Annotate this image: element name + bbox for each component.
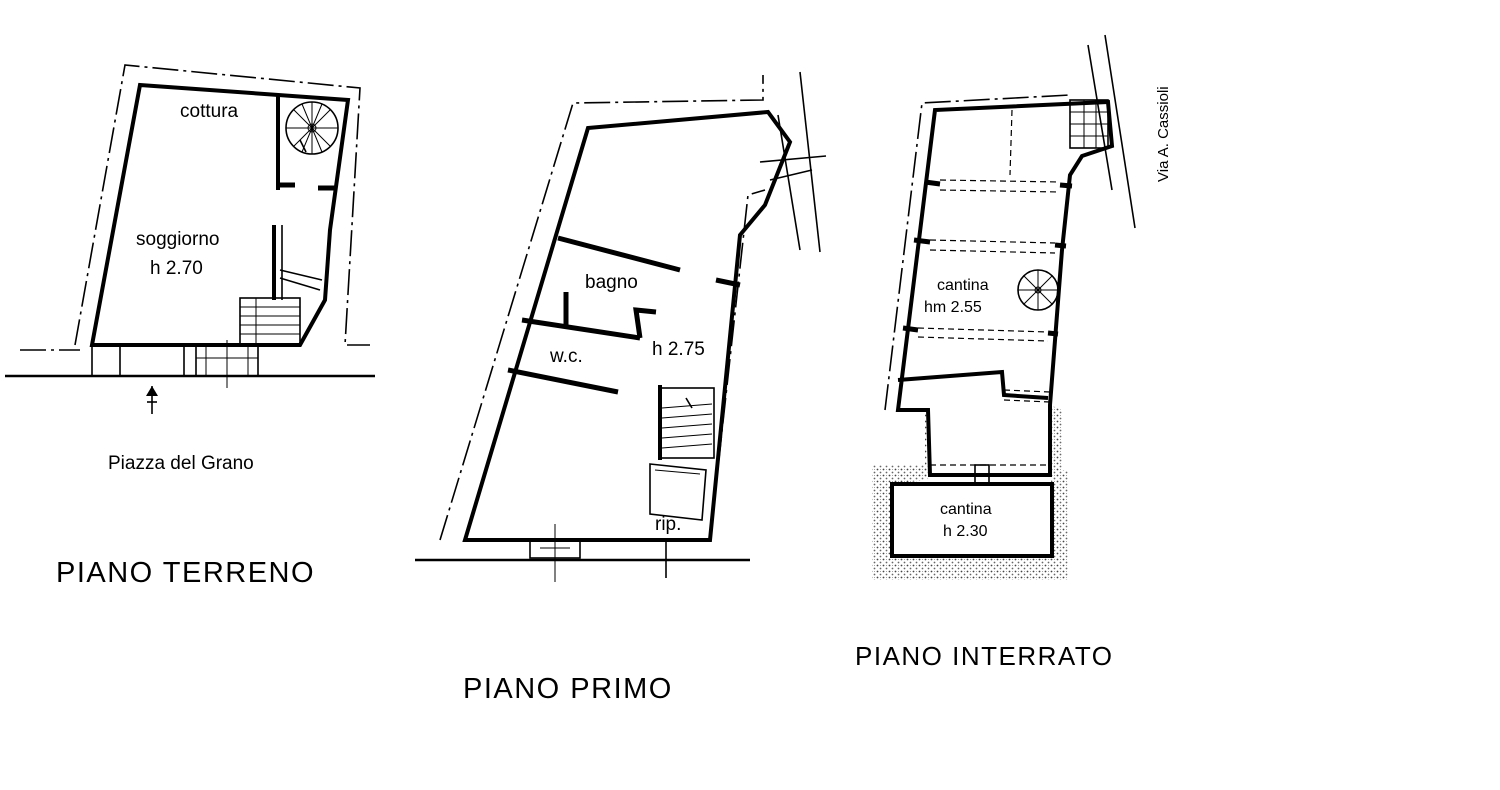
lower-cellar [890, 464, 1054, 558]
bagno-jamb [633, 307, 657, 339]
vault-line [1009, 109, 1013, 176]
property-boundary [709, 189, 766, 541]
room-label-cantina-lower: cantina [940, 501, 992, 518]
room-label-cottura: cottura [180, 101, 239, 122]
arch-line [917, 336, 1049, 342]
bagno-wall [521, 317, 641, 341]
room-label-soggiorno: soggiorno [136, 229, 219, 250]
plan-title-primo: PIANO PRIMO [463, 673, 673, 705]
earth-fill [872, 405, 1068, 580]
arch-line [939, 179, 1061, 183]
floor-height-primo: h 2.75 [652, 339, 705, 360]
property-boundary [439, 75, 764, 541]
entrance-arrow-icon [146, 386, 158, 414]
cellar-wall [897, 369, 1049, 400]
property-boundary [74, 64, 370, 346]
room-height-soggiorno: h 2.70 [150, 258, 203, 279]
spiral-staircase [1017, 269, 1059, 311]
street-label-via-cassioli: Via A. Cassioli [1155, 86, 1172, 182]
street-edge [1104, 34, 1136, 229]
staircase [658, 385, 715, 460]
bagno-wall [557, 235, 681, 273]
plan-piano-terreno: cottura soggiorno h 2.70 Piazza del Gran… [5, 64, 375, 589]
wall-cut-marker [759, 155, 827, 163]
arch-line [1003, 389, 1051, 393]
arch-line [929, 249, 1056, 254]
cellar-partition [913, 237, 931, 245]
room-label-rip: rip. [655, 514, 681, 535]
cellar-partition [1054, 242, 1067, 249]
street-label-piazza: Piazza del Grano [108, 453, 254, 474]
wc-wall [507, 367, 619, 395]
arch-line [929, 239, 1056, 244]
cellar-partition [902, 325, 919, 333]
arch-line [1003, 399, 1051, 403]
plan-piano-primo: bagno w.c. h 2.75 rip. PIANO PRIMO [415, 71, 827, 705]
room-height-cantina: hm 2.55 [924, 299, 982, 316]
room-height-cantina-lower: h 2.30 [943, 523, 988, 540]
property-boundary [884, 94, 1071, 411]
room-label-wc: w.c. [549, 346, 583, 367]
outer-wall [89, 82, 351, 347]
ripostiglio [649, 463, 707, 521]
wall-stub [715, 277, 741, 288]
outer-wall [462, 109, 793, 542]
plan-title-terreno: PIANO TERRENO [56, 557, 315, 589]
front-door [529, 524, 581, 582]
arch-line [917, 327, 1049, 333]
room-label-cantina: cantina [937, 277, 989, 294]
door-swing [279, 269, 323, 281]
door-swing [279, 277, 321, 291]
plan-piano-interrato: cantina hm 2.55 cantina h 2.30 Via A. Ca… [855, 34, 1172, 671]
front-steps [195, 340, 259, 388]
spiral-staircase [285, 101, 339, 155]
cellar-partition [924, 179, 941, 187]
plan-title-interrato: PIANO INTERRATO [855, 641, 1113, 671]
entrance-stairs [1069, 99, 1109, 149]
outer-wall [895, 99, 1115, 477]
street-edge [1087, 44, 1113, 191]
room-label-bagno: bagno [585, 272, 638, 293]
cellar-partition [1047, 330, 1059, 337]
cellar-partition [1059, 182, 1073, 189]
neighbour-wall [799, 71, 821, 253]
neighbour-wall [777, 114, 801, 251]
arch-line [939, 189, 1061, 193]
entrance-stairs [239, 297, 301, 345]
